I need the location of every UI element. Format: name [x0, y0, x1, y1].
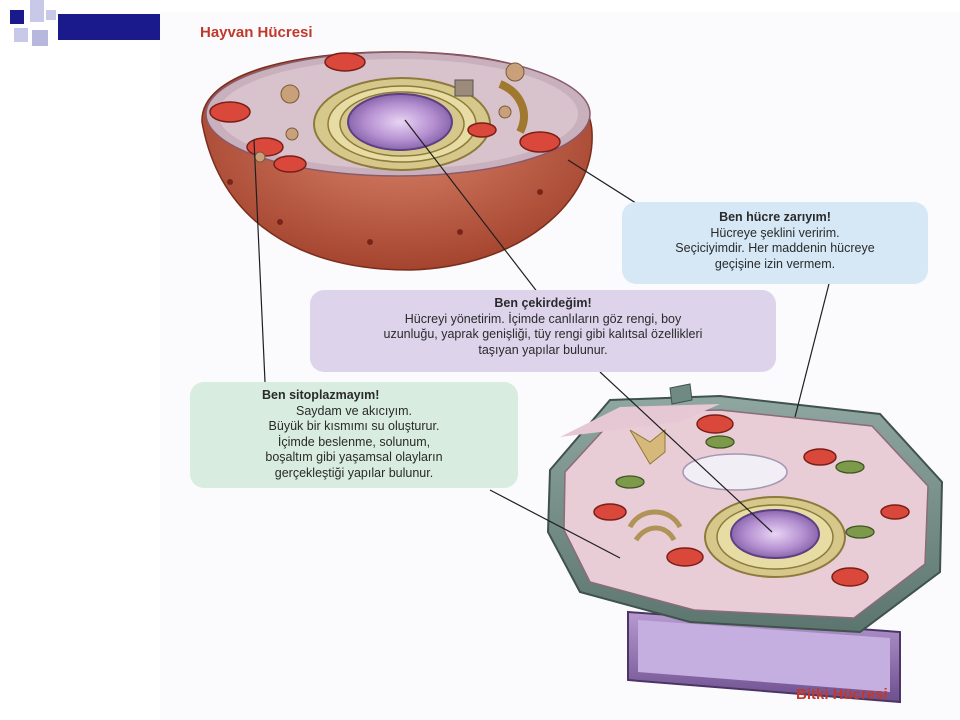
- membrane-callout-line: Hücreye şeklini veririm.: [710, 225, 840, 240]
- nucleus-callout-line: taşıyan yapılar bulunur.: [478, 342, 608, 357]
- cytoplasm-callout-line: boşaltım gibi yaşamsal olayların: [265, 450, 443, 464]
- membrane-callout-title: Ben hücre zarıyım!: [719, 210, 831, 224]
- nucleus-callout-title: Ben çekirdeğim!: [494, 296, 592, 310]
- cytoplasm-callout-line: gerçekleştiği yapılar bulunur.: [274, 465, 434, 480]
- plant-cell-title: Bitki Hücresi: [796, 686, 888, 703]
- cytoplasm-callout-line: Saydam ve akıcıyım.: [295, 403, 412, 418]
- cell-diagram-figure: Hayvan Hücresi Bitki Hücresi Ben hücre z…: [160, 12, 960, 720]
- membrane-callout: Ben hücre zarıyım! Hücreye şeklini verir…: [622, 202, 928, 284]
- presentation-logo: [0, 0, 160, 60]
- membrane-callout-line: geçişine izin vermem.: [714, 256, 836, 271]
- nucleus-callout: Ben çekirdeğim! Hücreyi yönetirim. İçimd…: [310, 290, 776, 372]
- cytoplasm-callout-line: Büyük bir kısmımı su oluşturur.: [268, 419, 440, 433]
- cell-illustrations: [201, 51, 944, 704]
- animal-cell: [201, 51, 593, 271]
- cytoplasm-callout-title: Ben sitoplazmayım!: [262, 388, 380, 402]
- nucleus-callout-line: Hücreyi yönetirim. İçimde canlıların göz…: [404, 311, 682, 326]
- membrane-callout-line: Seçiciyimdir. Her maddenin hücreye: [675, 241, 875, 255]
- animal-cell-title: Hayvan Hücresi: [200, 24, 313, 41]
- plant-cell: [546, 383, 944, 704]
- cytoplasm-callout: Ben sitoplazmayım! Saydam ve akıcıyım. B…: [190, 382, 518, 488]
- pointer-lines: [253, 119, 833, 559]
- nucleus-callout-line: uzunluğu, yaprak genişliği, tüy rengi gi…: [383, 327, 703, 341]
- cytoplasm-callout-line: İçimde beslenme, solunum,: [277, 434, 431, 449]
